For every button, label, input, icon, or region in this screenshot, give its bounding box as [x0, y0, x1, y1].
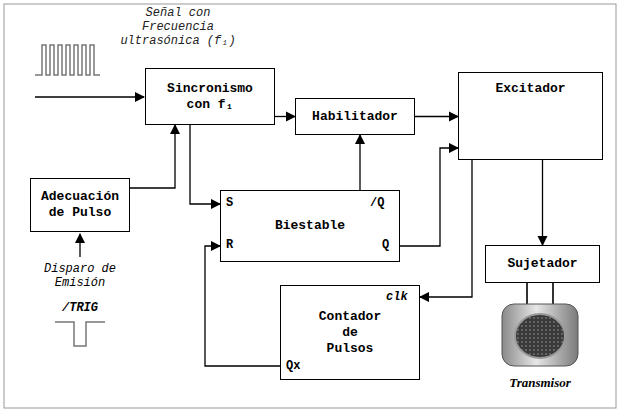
box-label: Sujetador: [507, 256, 577, 272]
signal-connector: [359, 135, 360, 190]
process-box: Sincronismo con f₁: [145, 68, 275, 125]
signal-label: Disparo de Emisión: [32, 262, 128, 290]
signal-connector: [190, 125, 220, 204]
trigger-pulse-symbol: [55, 322, 105, 346]
signal-label: Transmisor: [486, 375, 594, 391]
box-label: Habilitador: [312, 109, 398, 125]
signal-connector: [130, 125, 175, 188]
transducer-pin: [552, 283, 554, 306]
signal-connector: [400, 148, 458, 246]
signal-label: Señal con Frecuencia ultrasónica (f₁): [112, 6, 244, 48]
pin-label: R: [226, 238, 242, 252]
pin-label: Q: [382, 238, 396, 252]
box-label: Sincronismo con f₁: [152, 81, 268, 113]
signal-label: /TRIG: [55, 301, 105, 315]
process-box: Sujetador: [485, 245, 600, 283]
process-box: Excitador: [458, 72, 603, 160]
process-box: Adecuación de Pulso: [30, 178, 130, 232]
pin-label: clk: [386, 290, 416, 304]
box-label: Biestable: [275, 218, 345, 234]
trigger-line: [79, 234, 80, 257]
box-label: Adecuación de Pulso: [37, 189, 123, 221]
transducer-mesh: [515, 314, 565, 358]
pin-label: Qx: [286, 359, 310, 373]
box-label: Contador de Pulsos: [317, 309, 383, 357]
pin-label: S: [226, 196, 242, 210]
ultrasonic-pulse-train: [35, 45, 100, 75]
signal-connector: [205, 246, 280, 366]
signal-connector: [415, 116, 458, 117]
input-signal-line: [35, 96, 144, 97]
outer-frame: [4, 4, 616, 408]
process-box: Habilitador: [295, 98, 415, 135]
transducer-pin: [526, 283, 528, 306]
signal-connector: [420, 160, 472, 297]
transducer-body: [502, 304, 578, 366]
pin-label: /Q: [370, 196, 394, 210]
box-label: Excitador: [495, 81, 565, 97]
signal-connector: [542, 160, 543, 245]
signal-connector: [275, 116, 295, 117]
